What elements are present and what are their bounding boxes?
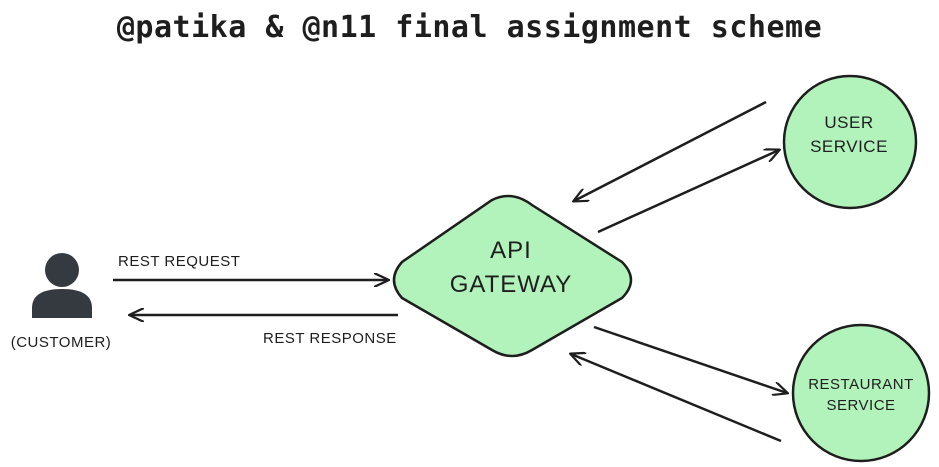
diagram-title: @patika & @n11 final assignment scheme <box>116 10 823 45</box>
customer-person-icon <box>32 253 92 318</box>
restaurant-service-to-gateway-arrow <box>571 354 782 443</box>
restaurant-service-node <box>791 323 931 463</box>
customer-label: (CUSTOMER) <box>11 334 112 351</box>
rest-request-label: REST REQUEST <box>118 253 240 270</box>
rest-response-label: REST RESPONSE <box>263 330 397 347</box>
user-service-label-line1: USER <box>824 113 873 132</box>
gateway-to-restaurant-service-arrow <box>593 325 787 393</box>
api-gateway-node <box>392 194 633 358</box>
user-service-label-line2: SERVICE <box>810 137 888 156</box>
gateway-to-user-service-arrow <box>597 150 779 234</box>
api-gateway-label-line1: API <box>490 237 532 264</box>
api-gateway-label-line2: GATEWAY <box>450 271 573 298</box>
restaurant-service-label-line2: SERVICE <box>826 397 895 414</box>
user-service-node <box>782 74 918 210</box>
user-service-to-gateway-arrow <box>574 100 767 201</box>
restaurant-service-label-line1: RESTAURANT <box>808 376 914 393</box>
